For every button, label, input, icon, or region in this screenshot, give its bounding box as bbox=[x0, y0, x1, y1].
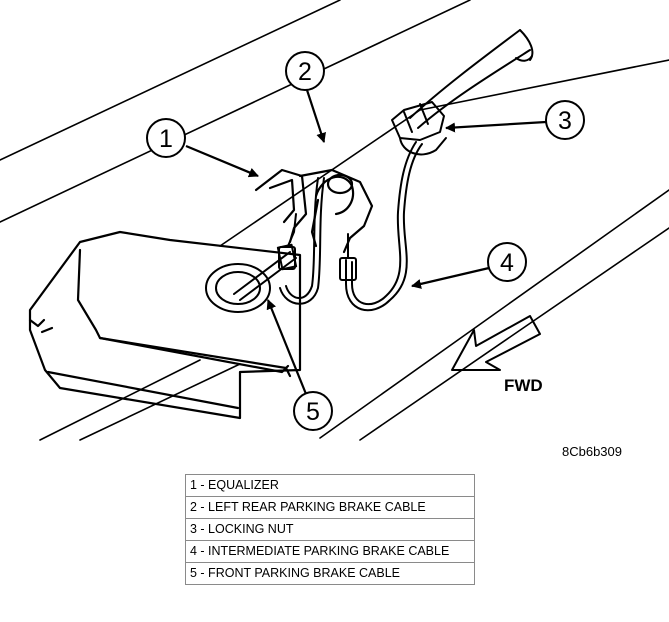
legend-row: 5 - FRONT PARKING BRAKE CABLE bbox=[185, 562, 475, 585]
callout-4-number: 4 bbox=[500, 249, 514, 277]
callout-2-leader bbox=[305, 89, 326, 143]
callout-5-leader bbox=[266, 299, 308, 395]
callout-3: 3 bbox=[545, 100, 585, 140]
legend-row: 3 - LOCKING NUT bbox=[185, 518, 475, 541]
legend-item-2: 2 - LEFT REAR PARKING BRAKE CABLE bbox=[185, 496, 475, 519]
intermediate-parking-brake-cable bbox=[339, 141, 423, 312]
frame-rail bbox=[0, 0, 669, 441]
legend-row: 1 - EQUALIZER bbox=[185, 474, 475, 497]
rear-cable bbox=[409, 29, 534, 129]
callout-4: 4 bbox=[487, 242, 527, 282]
legend-item-4: 4 - INTERMEDIATE PARKING BRAKE CABLE bbox=[185, 540, 475, 563]
callout-3-number: 3 bbox=[558, 107, 572, 135]
callout-5: 5 bbox=[293, 391, 333, 431]
callout-1-number: 1 bbox=[159, 125, 173, 153]
front-parking-brake-cable bbox=[205, 213, 298, 313]
callout-2: 2 bbox=[285, 51, 325, 91]
legend-item-3: 3 - LOCKING NUT bbox=[185, 518, 475, 541]
forward-arrow bbox=[451, 315, 541, 371]
left-rear-parking-brake-cable bbox=[278, 177, 325, 305]
locking-nut bbox=[391, 101, 447, 156]
heat-shield bbox=[28, 230, 302, 420]
legend-item-1: 1 - EQUALIZER bbox=[185, 474, 475, 497]
callout-1-leader bbox=[185, 144, 259, 178]
fwd-label: FWD bbox=[504, 376, 543, 395]
legend-row: 2 - LEFT REAR PARKING BRAKE CABLE bbox=[185, 496, 475, 519]
figure-code: 8Cb6b309 bbox=[562, 444, 622, 459]
callout-2-number: 2 bbox=[298, 58, 312, 86]
callout-4-leader bbox=[411, 266, 490, 289]
legend-row: 4 - INTERMEDIATE PARKING BRAKE CABLE bbox=[185, 540, 475, 563]
legend-table: 1 - EQUALIZER 2 - LEFT REAR PARKING BRAK… bbox=[185, 474, 475, 585]
callout-5-number: 5 bbox=[306, 398, 320, 426]
legend-item-5: 5 - FRONT PARKING BRAKE CABLE bbox=[185, 562, 475, 585]
callout-1: 1 bbox=[146, 118, 186, 158]
callout-3-leader bbox=[445, 120, 547, 133]
